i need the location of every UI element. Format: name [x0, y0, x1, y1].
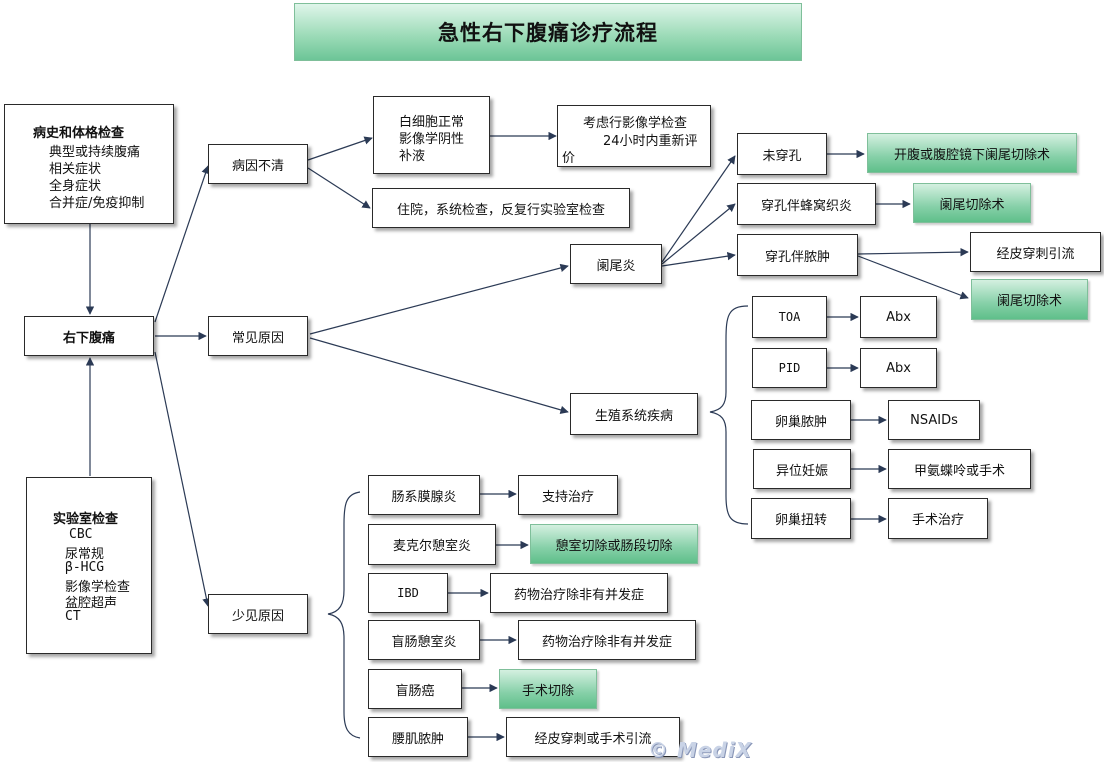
- edge-common-to-appendicitis: [309, 263, 569, 335]
- lab-item: β-HCG: [65, 560, 105, 575]
- edge-app-to-noperf: [661, 155, 736, 263]
- rare-condition: 盲肠憩室炎: [368, 620, 480, 660]
- no-perforation-treatment: 开腹或腹腔镜下阑尾切除术: [867, 133, 1077, 173]
- rare-brace: [327, 491, 361, 739]
- lab-item: 盆腔超声: [65, 596, 118, 611]
- rare-condition: 盲肠癌: [368, 669, 462, 709]
- gyn-condition: TOA: [752, 296, 827, 338]
- main-node-rlq-pain: 右下腹痛: [24, 316, 154, 356]
- wbc-line: 影像学阴性: [399, 132, 465, 147]
- lab-heading: 实验室检查: [53, 512, 119, 527]
- gyn-condition: PID: [752, 348, 827, 388]
- consider-line: 考虑行影像学检查: [583, 116, 688, 131]
- lab-item: CBC: [69, 527, 93, 542]
- lab-tests-box: 实验室检查 CBC 尿常规 β-HCG 影像学检查 盆腔超声 CT: [26, 477, 152, 654]
- rare-treatment: 手术切除: [499, 669, 597, 709]
- lab-item: 尿常规: [65, 547, 105, 562]
- history-item: 合并症/免疫抑制: [49, 196, 145, 211]
- gyn-treatment: Abx: [860, 348, 937, 388]
- edge-unclear-to-wbc: [307, 136, 373, 161]
- rare-treatment: 憩室切除或肠段切除: [530, 524, 698, 564]
- history-exam-box: 病史和体格检查 典型或持续腹痛 相关症状 全身症状 合并症/免疫抑制: [4, 104, 174, 224]
- history-item: 全身症状: [49, 179, 102, 194]
- edge-abscess-to-appy: [857, 255, 969, 300]
- wbc-normal-box: 白细胞正常 影像学阴性 补液: [373, 96, 490, 174]
- consider-line: 24小时内重新评: [603, 134, 698, 149]
- rare-treatment: 经皮穿刺或手术引流: [506, 717, 680, 757]
- gyn-treatment: NSAIDs: [888, 400, 980, 440]
- percutaneous-drainage-node: 经皮穿刺引流: [970, 232, 1101, 272]
- abscess-appendectomy-node: 阑尾切除术: [971, 279, 1088, 320]
- gyn-disease-node: 生殖系统疾病: [570, 393, 698, 435]
- rare-condition: 肠系膜腺炎: [368, 475, 480, 515]
- edge-app-to-phlegmon: [661, 203, 736, 265]
- gyn-condition: 卵巢脓肿: [751, 400, 851, 440]
- wbc-line: 白细胞正常: [399, 115, 465, 130]
- edge-app-to-abscess: [661, 251, 736, 267]
- lab-item: 影像学检查: [65, 580, 131, 595]
- page-title: 急性右下腹痛诊疗流程: [294, 3, 802, 61]
- rare-condition: 腰肌脓肿: [368, 717, 468, 757]
- consider-line: 价: [562, 151, 576, 166]
- edge-unclear-to-admit: [307, 167, 371, 209]
- gyn-condition: 卵巢扭转: [751, 498, 851, 539]
- gyn-treatment: 甲氨蝶呤或手术: [888, 449, 1031, 489]
- gyn-treatment: Abx: [860, 296, 937, 338]
- edge-common-to-gyn: [309, 337, 569, 414]
- history-item: 典型或持续腹痛: [49, 145, 141, 160]
- gyn-brace: [709, 305, 749, 525]
- branch-common-cause: 常见原因: [208, 316, 308, 356]
- perforation-abscess-node: 穿孔伴脓肿: [737, 234, 858, 276]
- appendicitis-node: 阑尾炎: [570, 244, 662, 284]
- history-heading: 病史和体格检查: [33, 126, 125, 141]
- gyn-treatment: 手术治疗: [888, 498, 988, 539]
- perforation-phlegmon-treatment: 阑尾切除术: [913, 183, 1031, 223]
- watermark: © MediX: [648, 738, 753, 762]
- wbc-line: 补液: [399, 149, 426, 164]
- rare-treatment: 药物治疗除非有并发症: [518, 620, 696, 660]
- perforation-phlegmon-node: 穿孔伴蜂窝织炎: [737, 183, 876, 225]
- consider-imaging-box: 考虑行影像学检查 24小时内重新评 价: [557, 105, 711, 167]
- no-perforation-node: 未穿孔: [737, 133, 827, 175]
- gyn-condition: 异位妊娠: [753, 449, 851, 489]
- rare-condition: 麦克尔憩室炎: [368, 524, 496, 565]
- admit-workup-box: 住院，系统检查，反复行实验室检查: [372, 188, 630, 228]
- rare-condition: IBD: [368, 573, 448, 613]
- lab-item: CT: [65, 609, 81, 624]
- rare-treatment: 支持治疗: [518, 475, 618, 515]
- branch-unclear-cause: 病因不清: [208, 144, 308, 184]
- edge-main-to-rare: [154, 351, 211, 607]
- edge-abscess-to-drain: [857, 247, 969, 257]
- branch-rare-cause: 少见原因: [208, 594, 308, 634]
- history-item: 相关症状: [49, 162, 102, 177]
- rare-treatment: 药物治疗除非有并发症: [490, 573, 668, 613]
